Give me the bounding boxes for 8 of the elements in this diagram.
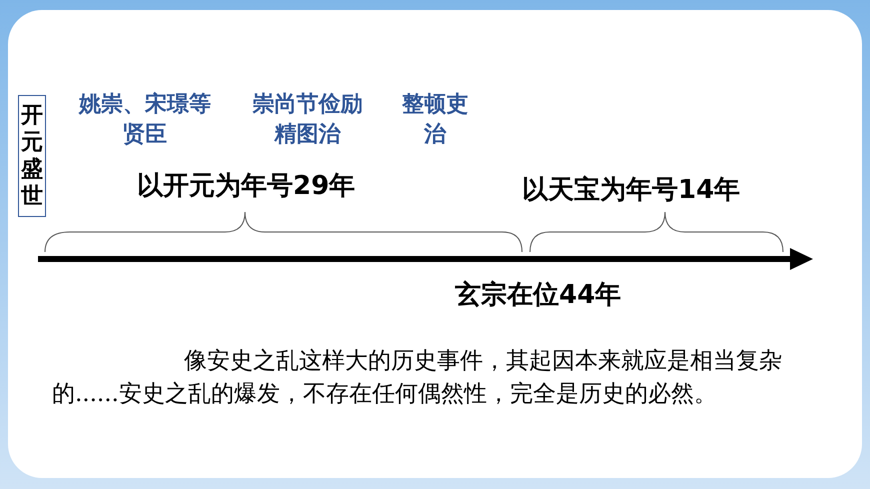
achievement-label: 整顿吏治 xyxy=(401,91,469,149)
quote-paragraph: 像安史之乱这样大的历史事件，其起因本来就应是相当复杂的......安史之乱的爆发，不存在任何偶然性，完全是历史的必然。 xyxy=(52,347,783,409)
title-box: 开元盛世 xyxy=(18,95,46,217)
reign-label: 玄宗在位44年 xyxy=(455,279,622,312)
period-label: 以开元为年号29年 xyxy=(137,170,356,203)
period-label: 以天宝为年号14年 xyxy=(522,174,740,207)
achievement-label: 姚崇、宋璟等贤臣 xyxy=(78,90,212,149)
achievement-label: 崇尚节俭励精图治 xyxy=(252,91,364,149)
